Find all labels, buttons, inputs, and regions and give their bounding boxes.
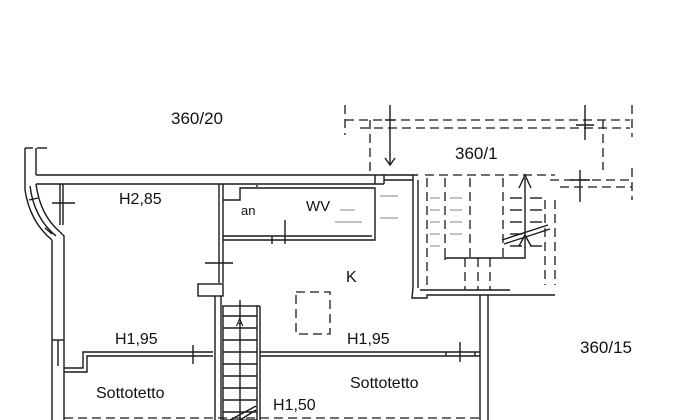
parcel-label-360-20: 360/20 — [171, 109, 223, 128]
interior-walls — [64, 174, 555, 420]
parcel-label-360-15: 360/15 — [580, 338, 632, 357]
dashed-outlines — [64, 105, 633, 419]
room-height-label-h195-right: H1,95 — [347, 331, 390, 348]
outer-walls — [24, 147, 384, 420]
room-label-kitchen: K — [346, 269, 357, 286]
parcel-label-360-1: 360/1 — [455, 144, 498, 163]
room-label-sottotetto-right: Sottotetto — [350, 375, 419, 392]
staircase — [222, 300, 261, 420]
room-height-label-h195-left: H1,95 — [115, 331, 158, 348]
wc-fixtures — [335, 195, 398, 223]
fixture-label-an: an — [241, 203, 256, 218]
room-label-sottotetto-left: Sottotetto — [96, 385, 165, 402]
room-height-label-h285: H2,85 — [119, 191, 162, 208]
stair-direction-arrow-icon: A — [236, 317, 244, 329]
fixture-label-wv: WV — [306, 198, 331, 215]
room-height-label-h150: H1,50 — [273, 397, 316, 414]
